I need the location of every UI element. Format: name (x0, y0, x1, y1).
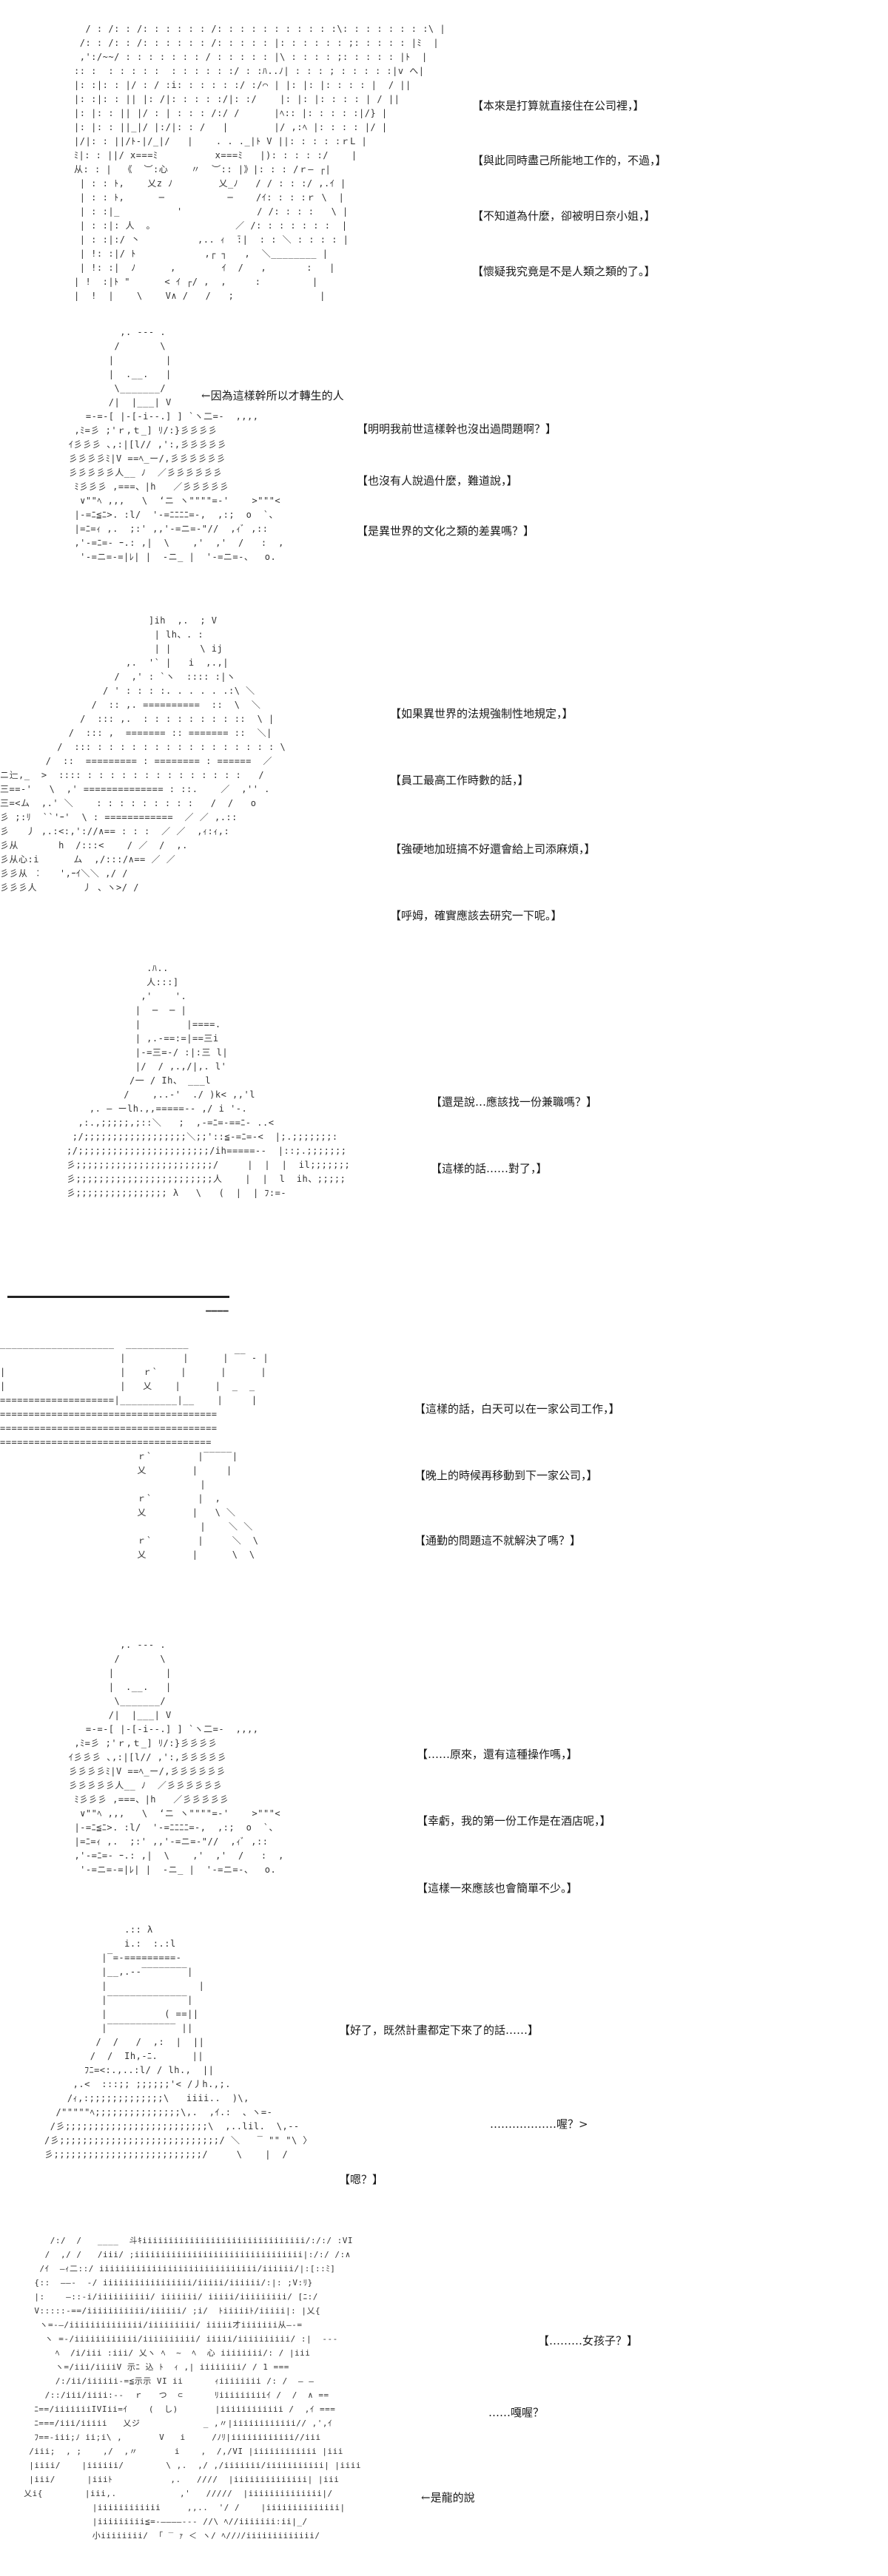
ascii-art-character-thinking: ,. -‐- . / \ | | | .__. | \_______/ /| |… (68, 1640, 284, 1875)
ascii-art-character-walking: .:: λ i.: :.:l |‾=-=========- |__,.--‾‾‾… (44, 1924, 312, 2160)
dialogue-line: 【本來是打算就直接住在公司裡，】 (472, 99, 645, 112)
dialogue-line: 【嗯？】 (339, 2173, 384, 2186)
dialogue-line: 【這樣一來應該也會簡單不少。】 (417, 1882, 578, 1895)
dialogue-line: 【是異世界的文化之類的差異嗎？】 (357, 524, 535, 538)
annotation-note: ←是龍的說 (421, 2491, 475, 2504)
dialogue-line: 【這樣的話，白天可以在一家公司工作，】 (414, 1402, 620, 1416)
dialogue-line: 【幸虧，我的第一份工作是在酒店呢，】 (417, 1814, 611, 1828)
dialogue-line: 【明明我前世這樣幹也沒出過問題啊？】 (357, 422, 557, 436)
dialogue-line: 【好了，既然計畫都定下來了的話……】 (339, 2024, 539, 2037)
dialogue-line: 【呼姆，確實應該去研究一下呢。】 (390, 909, 562, 922)
ascii-art-girl-face: / : /: : /: : : : : : /: : : : : : : : :… (74, 24, 446, 301)
dialogue-line: 【通勤的問題這不就解決了嗎？】 (414, 1534, 582, 1547)
ascii-art-book: ]ih ,. ; V | lh、. : | | \ ij ,. '` | i ,… (0, 615, 286, 893)
ascii-art-dragon-girl: /:/ / ____ 斗ｷiiiiiiiiiiiiiiiiiiiiiiiiiii… (24, 2236, 361, 2540)
dialogue-line: 【還是說…應該找一份兼職嗎？】 (431, 1095, 598, 1109)
dialogue-line: 【……原來，還有這種操作嗎，】 (417, 1748, 578, 1761)
annotation-note: ←因為這樣幹所以才轉生的人 (201, 389, 344, 402)
dialogue-line: 【這樣的話……對了，】 (431, 1162, 548, 1175)
dialogue-line: 【與此同時盡己所能地工作的，不過，】 (472, 154, 667, 167)
dialogue-line: 【懷疑我究竟是不是人類之類的了。】 (472, 265, 656, 278)
dialogue-line: 【強硬地加班搞不好還會給上司添麻煩，】 (390, 842, 596, 856)
dialogue-line: ……嘎喔？ (488, 2406, 545, 2419)
ascii-art-character-thinking: ,. -‐- . / \ | | | .__. | \_______/ /| |… (68, 327, 284, 562)
ascii-art-character-back: .ﾊ.. 人:::] ,' '. | ─ ─ | | |====. | ,.-=… (67, 963, 351, 1198)
dialogue-line: 【不知道為什麼，卻被明日奈小姐，】 (472, 209, 656, 223)
dialogue-line: 【員工最高工作時數的話，】 (390, 774, 529, 787)
dialogue-line: 【晚上的時候再移動到下一家公司，】 (414, 1469, 598, 1482)
dialogue-line: 【………女孩子？】 (538, 2334, 639, 2347)
ascii-art-office-doors: ▔▔▔▔ ____________________ ___________ | … (0, 1311, 269, 1560)
offscreen-voice: ………………喔？> (490, 2117, 588, 2131)
dialogue-line: 【也沒有人說過什麼，難道說，】 (357, 474, 518, 487)
dialogue-line: 【如果異世界的法規強制性地規定，】 (390, 707, 574, 720)
panel-border (7, 1296, 229, 1298)
